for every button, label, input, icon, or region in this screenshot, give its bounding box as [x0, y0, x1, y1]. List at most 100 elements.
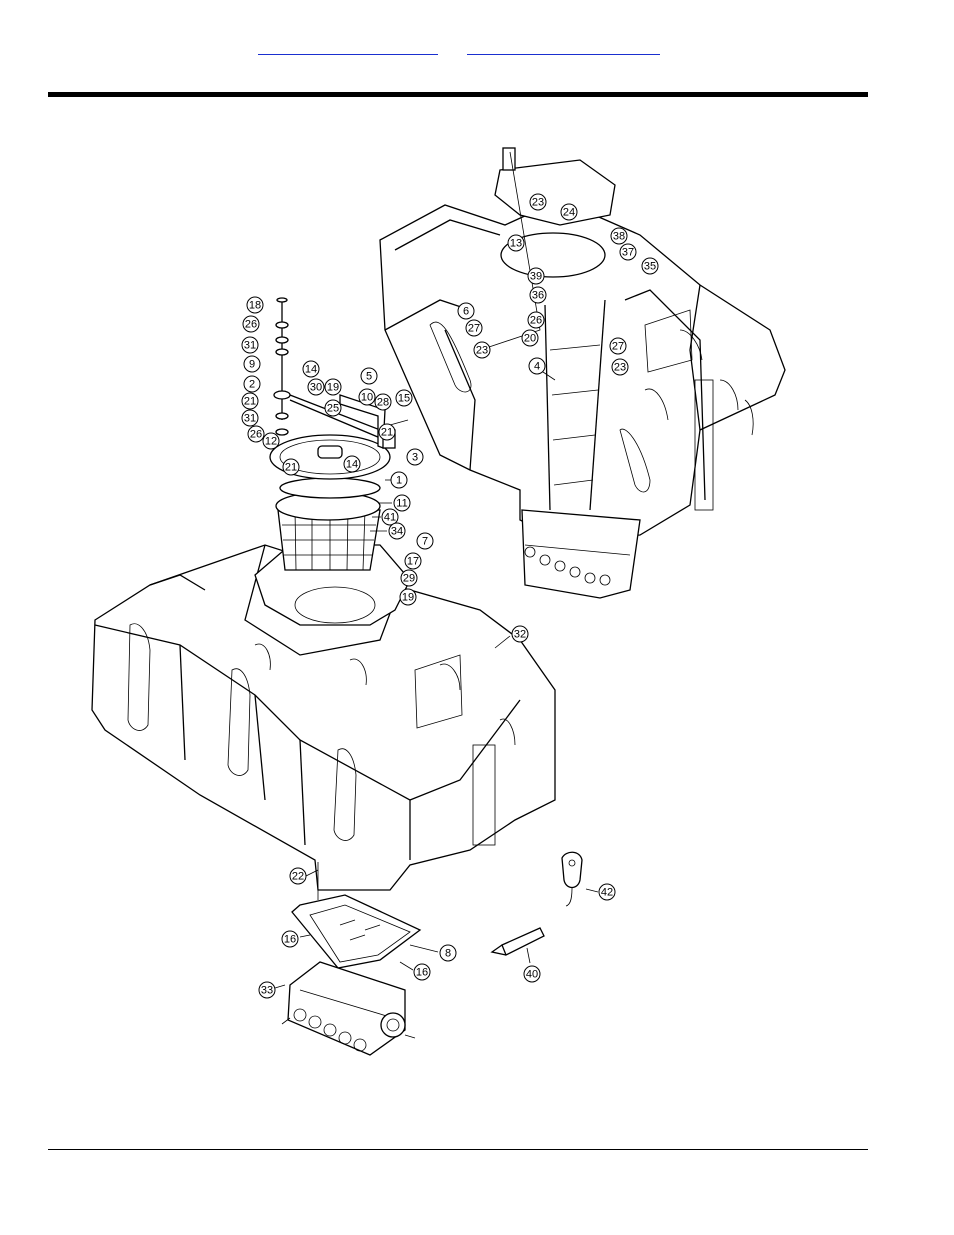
- callout-number: 26: [245, 319, 257, 331]
- callout-number: 31: [244, 413, 256, 425]
- callout-number: 39: [530, 271, 542, 283]
- callout-number: 8: [445, 948, 451, 960]
- callout-19: 19: [324, 378, 342, 396]
- callout-number: 23: [476, 345, 488, 357]
- callout-number: 18: [249, 300, 261, 312]
- header-rule: [48, 92, 868, 97]
- callout-14: 14: [302, 360, 320, 378]
- callout-number: 40: [526, 969, 538, 981]
- callout-number: 27: [468, 323, 480, 335]
- callout-number: 23: [532, 197, 544, 209]
- callout-18: 18: [246, 296, 264, 314]
- callout-number: 15: [398, 393, 410, 405]
- callout-17: 17: [404, 552, 422, 570]
- callout-36: 36: [529, 286, 547, 304]
- callout-number: 14: [305, 364, 317, 376]
- callout-number: 16: [416, 967, 428, 979]
- upper-hopper: [379, 147, 786, 599]
- top-link-2[interactable]: [467, 44, 660, 55]
- callout-9: 9: [243, 355, 261, 373]
- callout-number: 42: [601, 887, 613, 899]
- callout-32: 32: [511, 625, 529, 643]
- callout-number: 21: [244, 396, 256, 408]
- callout-28: 28: [374, 393, 392, 411]
- callout-5: 5: [360, 367, 378, 385]
- callout-number: 12: [265, 436, 277, 448]
- callout-number: 11: [396, 498, 407, 510]
- callout-number: 38: [613, 231, 625, 243]
- callout-number: 19: [402, 592, 414, 604]
- callout-number: 21: [285, 462, 297, 474]
- callout-27: 27: [609, 337, 627, 355]
- callout-8: 8: [439, 944, 457, 962]
- callout-25: 25: [324, 399, 342, 417]
- callout-29: 29: [400, 569, 418, 587]
- callout-4: 4: [528, 357, 546, 375]
- callout-38: 38: [610, 227, 628, 245]
- callout-1: 1: [390, 471, 408, 489]
- callout-number: 3: [412, 452, 418, 464]
- callout-number: 36: [532, 290, 544, 302]
- callout-number: 23: [614, 362, 626, 374]
- callout-23: 23: [529, 193, 547, 211]
- callout-21: 21: [378, 423, 396, 441]
- footer-rule: [48, 1149, 868, 1150]
- callout-number: 34: [391, 526, 403, 538]
- callout-number: 16: [284, 934, 296, 946]
- callout-37: 37: [619, 243, 637, 261]
- callout-15: 15: [395, 389, 413, 407]
- callout-number: 37: [622, 247, 634, 259]
- callout-16: 16: [281, 930, 299, 948]
- callout-number: 20: [524, 333, 536, 345]
- callout-number: 17: [407, 556, 419, 568]
- callout-number: 35: [644, 261, 656, 273]
- top-link-1[interactable]: [258, 44, 438, 55]
- callout-21: 21: [241, 392, 259, 410]
- callout-2: 2: [243, 375, 261, 393]
- callout-number: 29: [403, 573, 415, 585]
- callout-11: 11: [393, 494, 411, 512]
- callout-number: 31: [244, 340, 256, 352]
- callout-33: 33: [258, 981, 276, 999]
- callout-number: 26: [530, 315, 542, 327]
- callout-number: 33: [261, 985, 273, 997]
- main-tank: [91, 297, 556, 891]
- callout-41: 41: [381, 508, 399, 526]
- callout-6: 6: [457, 302, 475, 320]
- callout-42: 42: [598, 883, 616, 901]
- callout-13: 13: [507, 234, 525, 252]
- callout-number: 2: [249, 379, 255, 391]
- callout-40: 40: [523, 965, 541, 983]
- callout-23: 23: [611, 358, 629, 376]
- callout-31: 31: [241, 336, 259, 354]
- callout-number: 25: [327, 403, 339, 415]
- callout-number: 26: [250, 429, 262, 441]
- callout-number: 28: [377, 397, 389, 409]
- callout-26: 26: [242, 315, 260, 333]
- callout-30: 30: [307, 378, 325, 396]
- callout-number: 21: [381, 427, 393, 439]
- callout-number: 19: [327, 382, 339, 394]
- callout-21: 21: [282, 458, 300, 476]
- callout-24: 24: [560, 203, 578, 221]
- callout-20: 20: [521, 329, 539, 347]
- callout-number: 1: [396, 475, 402, 487]
- callout-number: 22: [292, 871, 304, 883]
- callout-number: 4: [534, 361, 540, 373]
- callout-number: 7: [422, 536, 428, 548]
- callout-number: 10: [361, 392, 373, 404]
- callout-number: 41: [384, 512, 396, 524]
- callout-number: 32: [514, 629, 526, 641]
- callout-number: 9: [249, 359, 255, 371]
- callout-number: 5: [366, 371, 372, 383]
- callout-number: 6: [463, 306, 469, 318]
- callout-number: 30: [310, 382, 322, 394]
- callout-16: 16: [413, 963, 431, 981]
- callout-35: 35: [641, 257, 659, 275]
- meter-assembly: [281, 862, 422, 1056]
- callout-27: 27: [465, 319, 483, 337]
- grease-tube: [490, 927, 545, 956]
- callout-7: 7: [416, 532, 434, 550]
